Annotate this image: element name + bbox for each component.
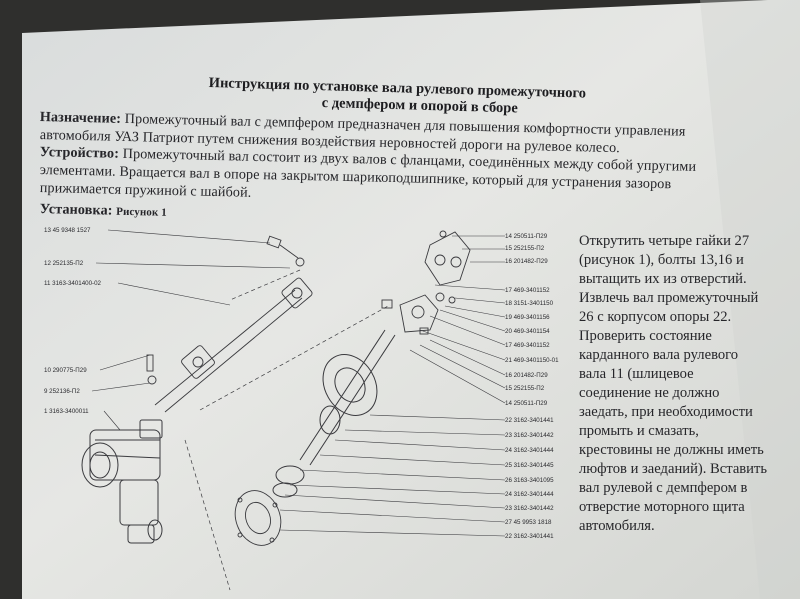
- callout-label: 16 201482-П29: [505, 258, 548, 265]
- instruction-line: соединение не должно: [579, 385, 720, 401]
- callout-label: 10 290775-П29: [44, 367, 87, 374]
- callout-label: 13 45 9348 1527: [44, 227, 91, 234]
- callout-label: 19 469-3401156: [505, 314, 550, 321]
- shaft-with-support: [272, 329, 396, 498]
- callout-label: 23 3162-3401442: [505, 432, 554, 439]
- callout-label: 17 469-3401152: [505, 287, 550, 294]
- assembly-axis: [184, 269, 391, 591]
- callout-label: 18 3151-3401150: [505, 300, 554, 307]
- callout-label: 24 3162-3401444: [505, 447, 554, 454]
- bottom-flange-plate: [234, 490, 282, 546]
- instruction-line: Извлечь вал промежуточный: [579, 290, 759, 306]
- damper-assembly: [381, 292, 456, 335]
- instruction-line: крестовины не должны иметь: [579, 442, 764, 458]
- callout-label: 11 3163-3401400-02: [44, 280, 101, 287]
- callout-label: 22 3162-3401441: [505, 533, 554, 540]
- instruction-line: карданного вала рулевого: [579, 347, 739, 363]
- upper-flange: [424, 230, 471, 286]
- instruction-line: 26 с корпусом опоры 22.: [579, 309, 732, 325]
- instruction-line: люфтов и заеданий). Вставить: [579, 461, 768, 477]
- instruction-line: (рисунок 1), болты 13,16 и: [579, 252, 744, 268]
- callout-label: 21 469-3401150-01: [505, 357, 559, 364]
- callout-label: 15 252155-П2: [505, 245, 545, 252]
- instruction-line: автомобиля.: [579, 518, 655, 534]
- callout-label: 9 252136-П2: [44, 388, 80, 395]
- callout-label: 24 3162-3401444: [505, 491, 554, 498]
- callout-label: 22 3162-3401441: [505, 417, 554, 424]
- callout-label: 27 45 9953 1818: [505, 519, 552, 526]
- callout-label: 15 252155-П2: [505, 385, 545, 392]
- instruction-line: промыть и смазать,: [579, 423, 699, 439]
- instruction-line: вал рулевой с демпфером в: [579, 480, 748, 496]
- instruction-line: Проверить состояние: [579, 328, 712, 344]
- instruction-line: Открутить четыре гайки 27: [579, 233, 750, 249]
- bolts: [146, 235, 305, 385]
- callout-label: 12 252135-П2: [44, 260, 84, 267]
- callout-label: 16 201482-П29: [505, 372, 548, 379]
- instruction-line: вала 11 (шлицевое: [579, 366, 694, 382]
- intermediate-shaft: [154, 277, 313, 413]
- leader-lines-left: [91, 229, 291, 431]
- callout-label: 23 3162-3401442: [505, 505, 554, 512]
- instruction-line: заедать, при необходимости: [579, 404, 753, 420]
- instruction-line: отверстие моторного щита: [579, 499, 745, 515]
- steering-gear-box: [81, 419, 163, 544]
- callout-label: 17 469-3401152: [505, 342, 550, 349]
- callout-label: 20 469-3401154: [505, 328, 550, 335]
- callout-label: 26 3163-3401095: [505, 477, 554, 484]
- callout-label: 25 3162-3401445: [505, 462, 554, 469]
- callout-label: 14 250511-П29: [505, 233, 548, 240]
- callout-label: 14 250511-П29: [505, 400, 548, 407]
- instruction-line: вытащить их из отверстий.: [579, 271, 747, 287]
- callout-label: 1 3163-3400011: [44, 408, 89, 415]
- leader-lines-right: [279, 235, 506, 537]
